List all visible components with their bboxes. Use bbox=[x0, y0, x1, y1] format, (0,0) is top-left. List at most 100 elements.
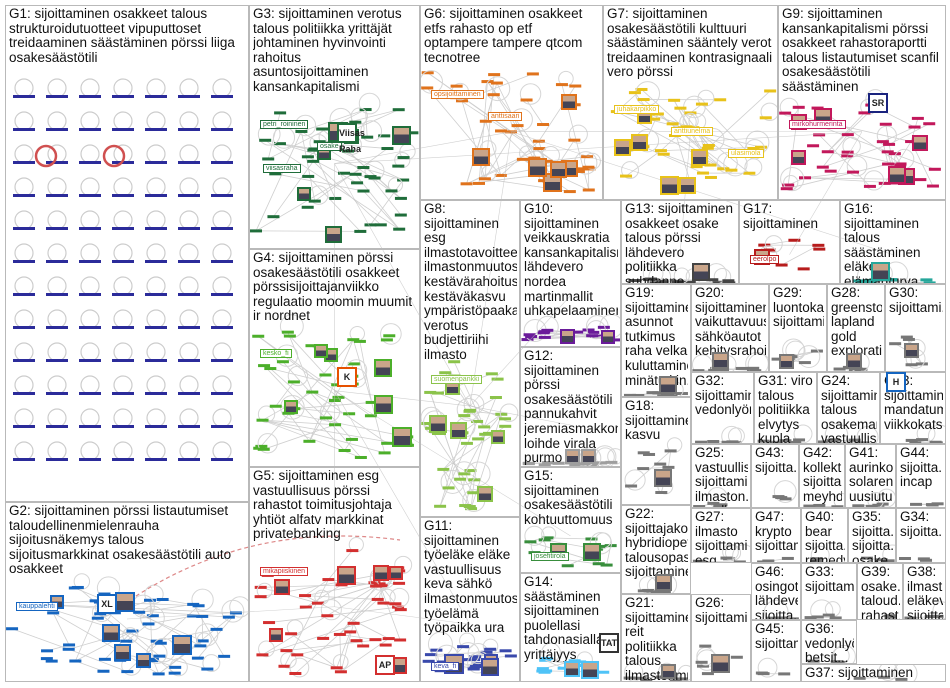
vertex-node bbox=[145, 425, 167, 428]
edge bbox=[461, 100, 486, 179]
self-loop bbox=[257, 433, 278, 454]
vertex-node bbox=[779, 439, 792, 443]
self-loop bbox=[212, 144, 232, 164]
vertex-node bbox=[46, 359, 68, 362]
vertex-node bbox=[13, 128, 35, 131]
vertex-node bbox=[357, 644, 370, 648]
vertex-node bbox=[397, 156, 410, 160]
group-g21-box: G21: sijoittaminen reit politiikka talou… bbox=[621, 594, 691, 682]
edge bbox=[270, 368, 338, 386]
vertex-node bbox=[905, 438, 918, 442]
vertex-node bbox=[780, 187, 793, 191]
vertex-node bbox=[62, 647, 75, 651]
group-g19-box: G19: sijoittaminen asunnot tutkimus raha… bbox=[621, 284, 691, 397]
vertex-node bbox=[98, 657, 111, 661]
vertex-node bbox=[269, 172, 282, 176]
vertex-node bbox=[708, 368, 721, 371]
vertex-node bbox=[905, 140, 918, 144]
vertex-node bbox=[434, 504, 447, 508]
vertex-node bbox=[178, 260, 200, 263]
vertex-node bbox=[354, 455, 367, 459]
vertex-node bbox=[824, 169, 837, 173]
self-loop bbox=[113, 243, 133, 263]
vertex-node bbox=[378, 451, 391, 455]
self-loop bbox=[202, 654, 221, 673]
profile-avatar bbox=[472, 148, 490, 166]
vertex-node bbox=[321, 614, 334, 618]
vertex-node bbox=[187, 602, 200, 606]
self-loop bbox=[212, 441, 232, 461]
vertex-node bbox=[715, 503, 728, 507]
self-loop bbox=[146, 177, 166, 197]
vertex-node bbox=[364, 414, 377, 418]
group-g13-box: G13: sijoittaminen osakkeet osake talous… bbox=[621, 200, 739, 284]
self-loop bbox=[212, 309, 232, 329]
vertex-node bbox=[229, 611, 242, 615]
vertex-node bbox=[594, 461, 607, 465]
vertex-node bbox=[349, 172, 362, 176]
vertex-node bbox=[194, 644, 207, 648]
edge bbox=[256, 230, 361, 232]
self-loop bbox=[47, 408, 67, 428]
profile-avatar bbox=[791, 150, 806, 165]
group-g35-label: G35: sijoitta... sijoitta... osake bbox=[852, 510, 893, 563]
vertex-node bbox=[79, 425, 101, 428]
group-g42-network bbox=[803, 492, 844, 507]
vertex-node bbox=[153, 654, 166, 658]
edge bbox=[273, 161, 314, 217]
vertex-node bbox=[712, 281, 725, 283]
vertex-node bbox=[285, 632, 298, 636]
vertex-node bbox=[178, 227, 200, 230]
vertex-node bbox=[211, 260, 233, 263]
vertex-node bbox=[726, 440, 739, 443]
vertex-node bbox=[13, 227, 35, 230]
vertex-node bbox=[910, 502, 923, 506]
vertex-node bbox=[91, 616, 104, 620]
logo-ap-icon: AP bbox=[375, 655, 395, 675]
vertex-node bbox=[178, 128, 200, 131]
vertex-node bbox=[145, 95, 167, 98]
vertex-node bbox=[262, 157, 275, 161]
self-loop bbox=[113, 210, 133, 230]
profile-avatar bbox=[528, 158, 547, 177]
vertex-node bbox=[377, 601, 390, 605]
vertex-node bbox=[394, 213, 407, 217]
group-g13-network bbox=[628, 263, 736, 283]
vertex-node bbox=[154, 641, 167, 645]
vertex-node bbox=[263, 621, 276, 625]
vertex-node bbox=[41, 649, 54, 653]
profile-avatar bbox=[679, 177, 696, 194]
vertex-node bbox=[353, 339, 366, 343]
group-g20-box: G20: sijoittaminen vaikuttavuus sähköaut… bbox=[691, 284, 769, 372]
vertex-node bbox=[145, 392, 167, 395]
profile-avatar bbox=[912, 135, 928, 151]
edge bbox=[158, 612, 237, 675]
vertex-node bbox=[112, 194, 134, 197]
self-loop bbox=[14, 243, 34, 263]
vertex-node bbox=[812, 243, 825, 247]
vertex-node bbox=[848, 369, 861, 371]
vertex-node bbox=[145, 194, 167, 197]
vertex-node bbox=[112, 227, 134, 230]
self-loop bbox=[287, 365, 309, 387]
self-loop bbox=[427, 631, 453, 657]
self-loop bbox=[882, 544, 895, 562]
vertex-node bbox=[146, 659, 159, 663]
vertex-node bbox=[683, 280, 696, 283]
vertex-node bbox=[472, 437, 485, 441]
group-g24-box: G24: sijoittaminen talous osakemar... va… bbox=[817, 372, 880, 444]
vertex-node bbox=[772, 495, 785, 499]
vertex-node bbox=[191, 656, 204, 660]
vertex-node bbox=[749, 369, 762, 371]
edge bbox=[347, 150, 392, 192]
vertex-node bbox=[793, 438, 806, 442]
self-loop bbox=[831, 646, 850, 663]
vertex-node bbox=[847, 170, 860, 174]
self-loop bbox=[80, 342, 100, 362]
vertex-node bbox=[655, 491, 668, 495]
self-loop bbox=[47, 309, 67, 329]
vertex-node bbox=[645, 277, 658, 281]
vertex-node bbox=[623, 676, 636, 680]
self-loop bbox=[80, 309, 100, 329]
